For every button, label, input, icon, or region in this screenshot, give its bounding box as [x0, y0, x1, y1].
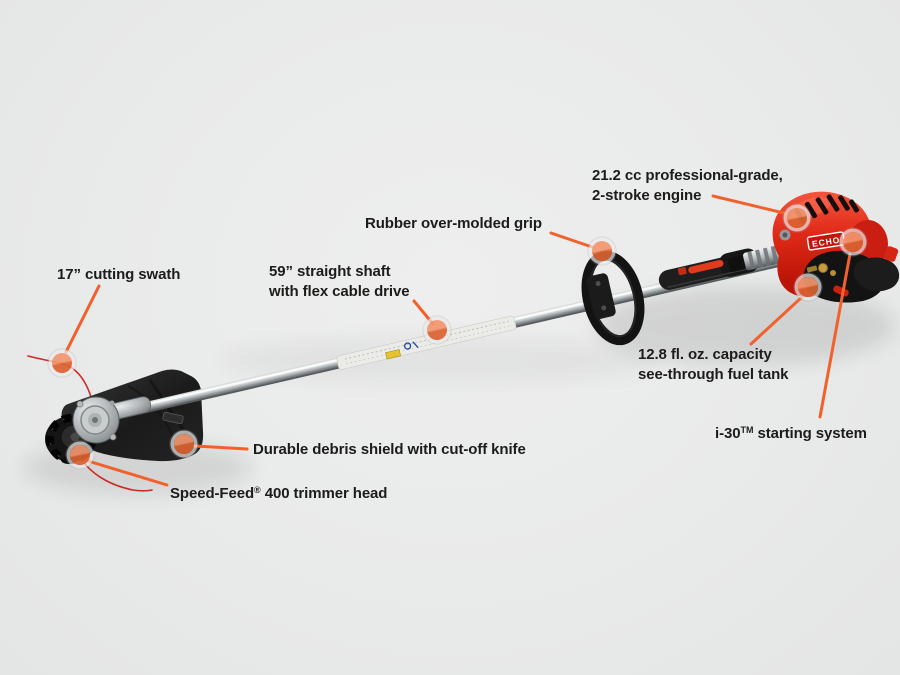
choke-lever [833, 285, 849, 297]
starting-leader-line [818, 252, 852, 419]
engine-label-line2: 2-stroke engine [592, 187, 702, 204]
callout-lines [64, 194, 852, 487]
shaft-label-line2: with flex cable drive [269, 283, 410, 300]
shadow [23, 286, 895, 495]
clutch-housing [727, 243, 792, 273]
shaft-label: 59” straight shaft with flex cable drive [269, 262, 410, 302]
fuel-label-line2: see-through fuel tank [638, 366, 789, 383]
engine-label-line1: 21.2 cc professional-grade, [592, 167, 783, 184]
engine-label: 21.2 cc professional-grade, 2-stroke eng… [592, 166, 783, 206]
shaft-label-line1: 59” straight shaft [269, 263, 391, 280]
gearbox [72, 396, 152, 444]
head-leader-line [86, 459, 169, 487]
brand-logo-text: ECHO [811, 235, 841, 249]
caution-label [385, 349, 401, 360]
shaft-dot [427, 320, 447, 340]
grip-dot [592, 241, 612, 261]
head-label: Speed-Feed® 400 trimmer head [170, 485, 388, 502]
air-filter-cover [853, 257, 900, 292]
swath-label: 17” cutting swath [57, 266, 181, 283]
starter-handle [883, 246, 899, 262]
loop-handle [581, 250, 645, 346]
carburetor [818, 263, 828, 273]
shield-leader-line [193, 444, 249, 451]
brand-badge: ECHO [806, 231, 846, 251]
tm-mark: TM [740, 425, 754, 435]
stop-switch [677, 267, 687, 276]
starting-dot [843, 232, 863, 252]
fuel-dot [798, 277, 818, 297]
head-dot [70, 445, 90, 465]
fuel-leader-line [749, 295, 804, 346]
swath-leader-line [64, 284, 101, 354]
engine-dot [787, 208, 807, 228]
warning-label-wrap [336, 315, 517, 370]
grip-label: Rubber over-molded grip [365, 215, 542, 232]
shield-label: Durable debris shield with cut-off knife [253, 441, 526, 458]
fuel-label: 12.8 fl. oz. capacity see-through fuel t… [638, 345, 789, 385]
starting-label: i-30TM starting system [715, 425, 867, 442]
handle-clamp [586, 273, 616, 320]
grip-leader-line [549, 231, 594, 249]
swath-dot [52, 353, 72, 373]
registered-mark: ® [254, 485, 261, 495]
throttle-accent [688, 259, 724, 274]
shield-badge [162, 411, 184, 425]
shield-dot [174, 434, 194, 454]
engine-leader-line [711, 194, 790, 216]
shaft-leader-line [412, 299, 435, 326]
fuel-label-line1: 12.8 fl. oz. capacity [638, 346, 772, 363]
